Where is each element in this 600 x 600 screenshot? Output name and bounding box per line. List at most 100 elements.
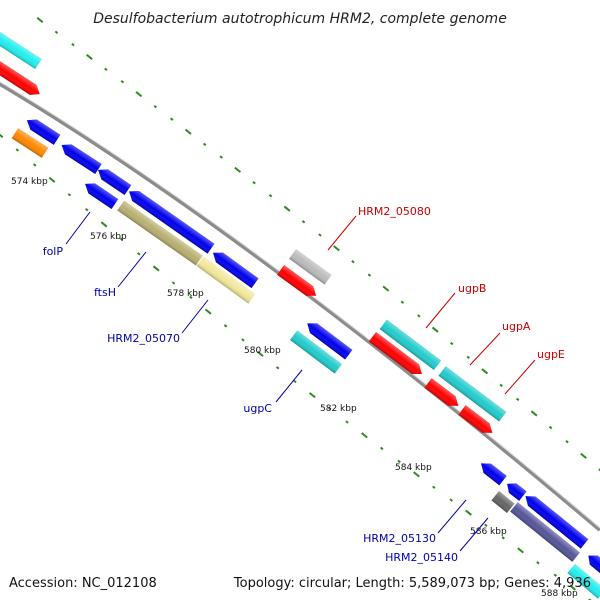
cds-feature[interactable]	[503, 479, 527, 501]
cds-feature[interactable]	[209, 248, 259, 289]
tick-mark	[465, 509, 472, 516]
cds-feature[interactable]	[567, 563, 600, 599]
map-title: Desulfobacterium autotrophicum HRM2, com…	[93, 11, 507, 27]
tick-label: 576 kbp	[90, 232, 127, 242]
tick-mark	[135, 91, 143, 98]
cds-feature[interactable]	[510, 502, 580, 562]
tick-mark	[86, 53, 93, 60]
tick-mark	[413, 471, 420, 478]
genome-backbone-highlight	[0, 81, 600, 529]
tick-mark	[152, 265, 160, 272]
tick-mark	[588, 598, 592, 600]
gene-label[interactable]: ugpE	[537, 348, 565, 361]
gene-label[interactable]: folP	[43, 245, 64, 258]
tick-mark	[268, 194, 273, 198]
gene-label[interactable]: HRM2_05080	[358, 205, 431, 218]
genome-backbone	[0, 81, 600, 532]
tick-label: 580 kbp	[244, 346, 281, 356]
tick-mark	[204, 308, 212, 315]
tick-mark	[361, 432, 368, 439]
tick-labels: 574 kbp 576 kbp 578 kbp 580 kbp 582 kbp …	[11, 177, 578, 599]
cds-feature[interactable]	[11, 128, 49, 158]
cds-feature[interactable]	[368, 331, 426, 379]
tick-mark	[515, 397, 520, 402]
tick-mark	[15, 148, 20, 152]
tick-mark	[501, 536, 505, 540]
leader-line	[459, 517, 489, 552]
cds-feature[interactable]	[522, 491, 589, 549]
cds-feature[interactable]	[0, 25, 42, 70]
tick-mark	[400, 300, 405, 304]
cds-feature[interactable]	[196, 256, 256, 304]
tick-mark	[120, 80, 125, 84]
tick-mark	[48, 176, 56, 183]
tick-mark	[484, 523, 488, 527]
tick-mark	[170, 117, 174, 121]
leader-line	[65, 211, 91, 245]
tick-mark	[283, 205, 291, 212]
cds-feature[interactable]	[58, 140, 102, 175]
tick-label: 588 kbp	[541, 589, 578, 599]
tick-mark	[256, 350, 264, 357]
tick-mark	[382, 285, 390, 292]
tick-mark	[241, 338, 245, 342]
tick-mark	[548, 425, 553, 430]
cds-feature[interactable]	[477, 459, 507, 486]
cds-feature[interactable]	[82, 179, 119, 210]
tick-mark	[119, 237, 124, 241]
cds-feature[interactable]	[491, 491, 515, 513]
tick-label: 586 kbp	[470, 527, 507, 537]
cds-feature[interactable]	[0, 56, 43, 99]
cds-feature[interactable]	[424, 378, 462, 410]
gene-label[interactable]: ugpA	[502, 320, 531, 333]
leader-line	[437, 499, 467, 534]
leader-line	[469, 332, 501, 366]
tick-mark	[417, 314, 421, 318]
gene-label[interactable]: ftsH	[94, 286, 116, 299]
tick-label: 574 kbp	[11, 177, 48, 187]
tick-mark	[67, 193, 72, 197]
cds-feature[interactable]	[304, 319, 353, 360]
tick-mark	[345, 420, 349, 424]
tick-mark	[0, 133, 4, 139]
cds-feature[interactable]	[277, 265, 320, 301]
cds-feature[interactable]	[95, 165, 132, 196]
tick-marks	[0, 16, 600, 600]
cds-feature[interactable]	[126, 186, 215, 254]
tick-mark	[327, 406, 332, 411]
tick-mark	[32, 163, 37, 167]
leader-line	[327, 215, 357, 251]
tick-label: 578 kbp	[167, 289, 204, 299]
gene-labels: folP ftsH HRM2_05070 ugpC HRM2_05080 ugp…	[43, 205, 565, 564]
gene-label[interactable]: ugpC	[243, 402, 272, 415]
genome-summary-text: Topology: circular; Length: 5,589,073 bp…	[233, 576, 591, 591]
tick-mark	[219, 155, 223, 159]
gene-label[interactable]: HRM2_05140	[385, 551, 458, 564]
gene-label[interactable]: ugpB	[458, 282, 486, 295]
cds-feature[interactable]	[584, 551, 600, 574]
tick-mark	[301, 220, 306, 224]
cds-feature[interactable]	[379, 319, 442, 371]
cds-feature[interactable]	[24, 115, 61, 145]
tick-mark	[275, 366, 280, 370]
tick-mark	[450, 341, 454, 346]
tick-mark	[153, 104, 158, 109]
gene-label[interactable]: HRM2_05070	[107, 332, 180, 345]
cds-feature[interactable]	[438, 366, 507, 422]
tick-mark	[481, 368, 489, 375]
tick-mark	[318, 233, 322, 237]
tick-mark	[308, 392, 316, 399]
cds-feature[interactable]	[290, 330, 342, 374]
cds-feature[interactable]	[458, 405, 496, 437]
tick-mark	[397, 459, 401, 464]
tick-mark	[104, 67, 108, 72]
tick-mark	[466, 355, 470, 360]
cds-feature[interactable]	[117, 200, 203, 266]
leader-lines	[65, 211, 536, 552]
tick-mark	[536, 561, 540, 565]
tick-mark	[184, 128, 192, 135]
tick-mark	[85, 207, 89, 212]
cds-feature[interactable]	[289, 249, 332, 285]
tick-mark	[293, 379, 297, 384]
gene-label[interactable]: HRM2_05130	[363, 532, 436, 545]
